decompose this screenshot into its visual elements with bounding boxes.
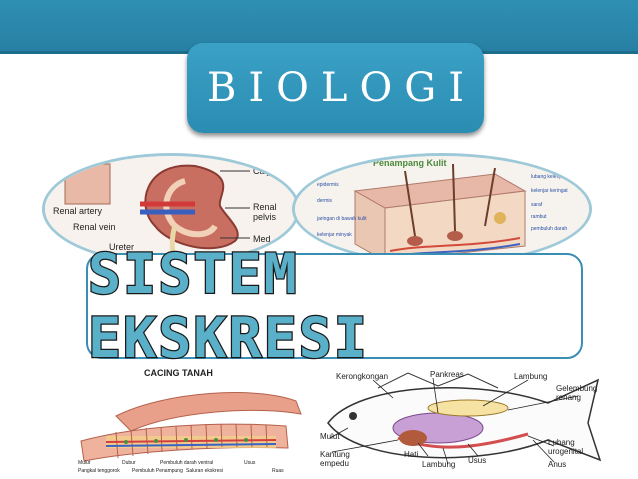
fish-illustration: Kerongkongan Pankreas Lambung Gelembung … (318, 368, 608, 479)
label-subcutaneous: jaringan di bawah kulit (317, 216, 367, 222)
skin-heading: Penampang Kulit (373, 158, 447, 168)
label-gallbladder: Kantung empedu (320, 450, 350, 468)
label-anus: Dubur (122, 460, 136, 466)
label-ureter: Ureter (109, 242, 135, 252)
earthworm-drawing (80, 392, 302, 462)
kidney-illustration: Renal artery Renal vein Ureter Renal pel… (42, 153, 300, 265)
label-esophagus: Kerongkongan (336, 372, 389, 381)
label-nerve: saraf (531, 202, 543, 208)
page-subtitle: SISTEM EKSKRESI (87, 241, 369, 372)
subtitle-box: SISTEM EKSKRESI (86, 241, 583, 371)
label-mouth: Mulut (78, 460, 91, 466)
label-liver: Hati (404, 450, 419, 459)
label-renal-artery: Renal artery (53, 206, 103, 216)
label-fish-intestine: Usus (468, 456, 487, 465)
fish-drawing (327, 372, 602, 465)
kidney-drawing (45, 156, 297, 262)
label-intestine: Usus (244, 460, 256, 466)
label-dermis: dermis (317, 198, 333, 204)
label-stomach-top: Lambung (514, 372, 548, 381)
label-pharynx: Pangkal tenggorok (78, 468, 120, 474)
label-fish-mouth: Mulut (320, 432, 340, 441)
label-collecting-vessel: Pembuluh Penampung (132, 468, 183, 474)
label-stomach-bottom: Lambung (422, 460, 456, 469)
label-medulla: Med (253, 234, 271, 244)
label-renal-vein: Renal vein (73, 222, 116, 232)
page-title: BIOLOGI (206, 65, 477, 111)
label-calyx: Caly (253, 166, 272, 176)
skin-drawing (295, 156, 589, 262)
earthworm-illustration: CACING TANAH Mulut Pangkal tenggorok Dub… (76, 366, 316, 479)
label-hair: rambut (531, 214, 547, 220)
title-box: BIOLOGI (187, 43, 484, 133)
label-segment: Ruas (272, 468, 284, 474)
worm-heading: CACING TANAH (144, 368, 213, 378)
label-pore: lubang kelenjar (531, 174, 565, 180)
label-oil-gland: kelenjar minyak (317, 232, 352, 238)
label-ventral-vessel: Pembuluh darah ventral (160, 460, 214, 466)
label-pancreas: Pankreas (430, 370, 464, 379)
label-fish-anus: Anus (548, 460, 567, 469)
label-blood-vessel: pembuluh darah (531, 226, 568, 232)
label-excretory-duct: Saluran ekskresi (186, 468, 223, 474)
label-urogenital: Lubang urogenital (548, 438, 584, 456)
label-sweat-gland: kelenjar keringat (531, 188, 568, 194)
label-renal-pelvis: Renal pelvis (253, 202, 277, 222)
label-swim-bladder: Gelembung renang (556, 384, 598, 402)
label-epidermis: epidermis (317, 182, 339, 188)
